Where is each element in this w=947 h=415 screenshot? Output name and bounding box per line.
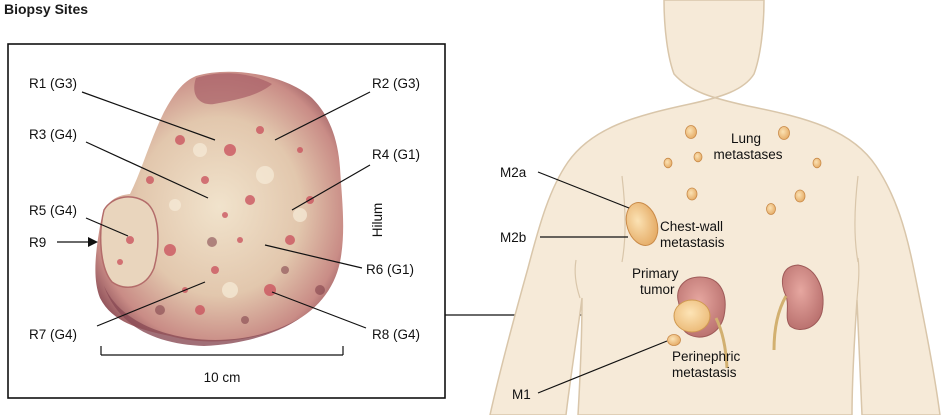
label-r1: R1 (G3) (29, 76, 77, 91)
perinephric-label-1: Perinephric (672, 349, 741, 364)
figure-title: Biopsy Sites (4, 1, 89, 17)
label-r5: R5 (G4) (29, 203, 77, 218)
perinephric-label-2: metastasis (672, 365, 737, 380)
chest-wall-metastasis (625, 202, 659, 246)
label-r6: R6 (G1) (366, 262, 414, 277)
lung-label-2: metastases (713, 147, 782, 162)
lung-label-1: Lung (731, 131, 761, 146)
m2a-label: M2a (500, 165, 527, 180)
primary-tumor (673, 299, 711, 333)
label-r2: R2 (G3) (372, 76, 420, 91)
hilum-label: Hilum (370, 203, 385, 238)
lung-nodules (663, 125, 822, 215)
torso-illustration (489, 0, 941, 415)
label-r3: R3 (G4) (29, 127, 77, 142)
kidney-specimen (95, 71, 344, 346)
body-leader-lines (537, 171, 668, 394)
chest-wall-label-1: Chest-wall (660, 219, 723, 234)
primary-label-1: Primary (632, 266, 679, 281)
label-r7: R7 (G4) (29, 327, 77, 342)
chest-wall-label-2: metastasis (660, 235, 725, 250)
r9-arrow (57, 237, 98, 247)
scale-label: 10 cm (204, 370, 241, 385)
primary-label-2: tumor (640, 282, 675, 297)
perinephric-metastasis (667, 334, 681, 346)
m1-label: M1 (512, 387, 531, 402)
label-r4: R4 (G1) (372, 147, 420, 162)
m2b-label: M2b (500, 230, 526, 245)
label-r8: R8 (G4) (372, 327, 420, 342)
kidney-primary (667, 276, 729, 369)
kidney-right (772, 264, 824, 351)
label-r9: R9 (29, 235, 46, 250)
